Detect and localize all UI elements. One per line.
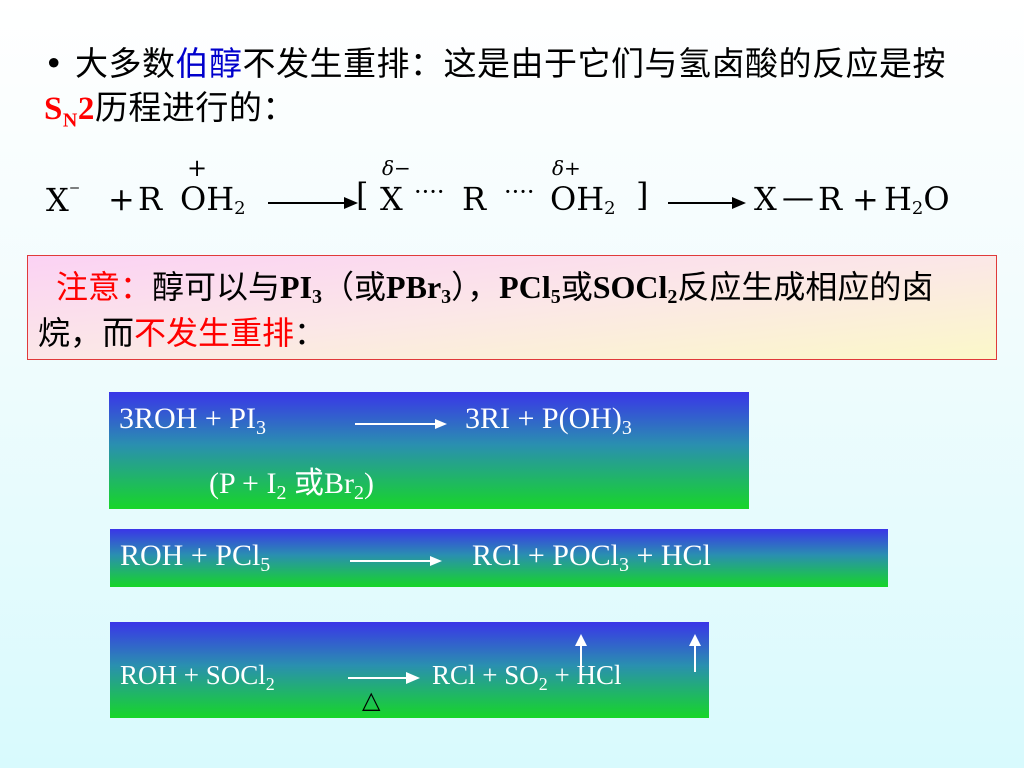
box3-lhs: ROH + SOCl2 <box>120 660 275 694</box>
formula-pi3: PI3 <box>280 269 323 308</box>
delta-minus: δ− <box>382 156 411 180</box>
alkyl-r: R <box>138 180 163 218</box>
reaction-box-pi3: 3ROH + PI3 3RI + P(OH)3 (P + I2 或Br2) <box>109 392 749 509</box>
halide-x: X⁻ <box>46 180 81 219</box>
note-text-4: 或 <box>560 268 593 306</box>
box1-arrow <box>355 419 447 429</box>
oxonium-oh2: OH2 <box>180 180 246 219</box>
bullet-paragraph: • 大多数伯醇不发生重排：这是由于它们与氢卤酸的反应是按 SN2历程进行的： <box>44 42 984 143</box>
water: H2O <box>884 180 950 219</box>
oxonium-plus: + <box>187 154 208 182</box>
plus-2: + <box>852 180 879 218</box>
box3-rhs: RCl + SO2 + HCl <box>432 660 622 694</box>
bullet-text-3: 历程进行的： <box>94 88 296 127</box>
delta-plus: δ+ <box>552 156 581 180</box>
sn2-n: N <box>62 109 78 132</box>
note-text-3: ）， <box>451 268 500 306</box>
box2-lhs: ROH + PCl5 <box>120 539 271 576</box>
no-rearrangement-highlight: 不发生重排 <box>134 314 295 352</box>
sn2-s: S <box>44 91 63 127</box>
note-text-5: 反应生成相应的卤烷，而 <box>38 268 934 352</box>
sn2-2: 2 <box>77 91 95 127</box>
box2-arrow <box>350 556 442 566</box>
note-text-2: （或 <box>322 268 387 306</box>
note-text-6: ： <box>294 314 327 352</box>
product-r: R <box>818 180 843 218</box>
box1-condition: (P + I2 或Br2) <box>209 467 374 504</box>
product-bond: — <box>782 178 814 216</box>
bullet-marker: • <box>44 44 64 83</box>
bullet-text-2: 不发生重排：这是由于它们与氢卤酸的反应是按 <box>242 44 946 83</box>
note-label: 注意： <box>56 268 153 306</box>
bracket-close: ] <box>636 176 649 214</box>
ts-alkyl-r: R <box>462 180 487 218</box>
formula-pbr3: PBr3 <box>386 269 452 308</box>
bullet-text-1: 大多数 <box>74 44 176 83</box>
ts-dash-2: ···· <box>504 178 535 206</box>
product-x: X <box>754 180 777 218</box>
heat-condition-icon: △ <box>362 686 381 714</box>
primary-alcohol-highlight: 伯醇 <box>175 44 243 83</box>
box3-arrow <box>348 672 420 684</box>
formula-socl2: SOCl2 <box>592 269 678 308</box>
ts-oh2: OH2 <box>550 180 616 219</box>
box1-lhs: 3ROH + PI3 <box>119 402 266 439</box>
arrow-2 <box>668 197 746 209</box>
note-box: 注意：醇可以与PI3（或PBr3），PCl5或SOCl2反应生成相应的卤烷，而不… <box>27 255 997 360</box>
reaction-box-socl2: ROH + SOCl2 △ RCl + SO2 + HCl <box>110 622 709 718</box>
sn2-mechanism-equation: X⁻ + R + OH2 [ δ− X ···· R ···· δ+ OH2 ]… <box>46 154 976 230</box>
sn2-label: SN2 <box>44 91 95 132</box>
arrow-1 <box>268 197 358 209</box>
note-text-1: 醇可以与 <box>152 268 281 306</box>
box2-rhs: RCl + POCl3 + HCl <box>472 539 711 576</box>
ts-dash-1: ···· <box>414 178 445 206</box>
formula-pcl5: PCl5 <box>499 269 561 308</box>
gas-up-arrow-icon <box>575 634 587 672</box>
bracket-open: [ <box>356 176 369 214</box>
reaction-box-pcl5: ROH + PCl5 RCl + POCl3 + HCl <box>110 529 888 587</box>
plus-1: + <box>108 180 135 218</box>
ts-halide-x: X <box>380 180 403 218</box>
box1-rhs: 3RI + P(OH)3 <box>465 402 632 439</box>
gas-up-arrow-icon <box>689 634 701 672</box>
